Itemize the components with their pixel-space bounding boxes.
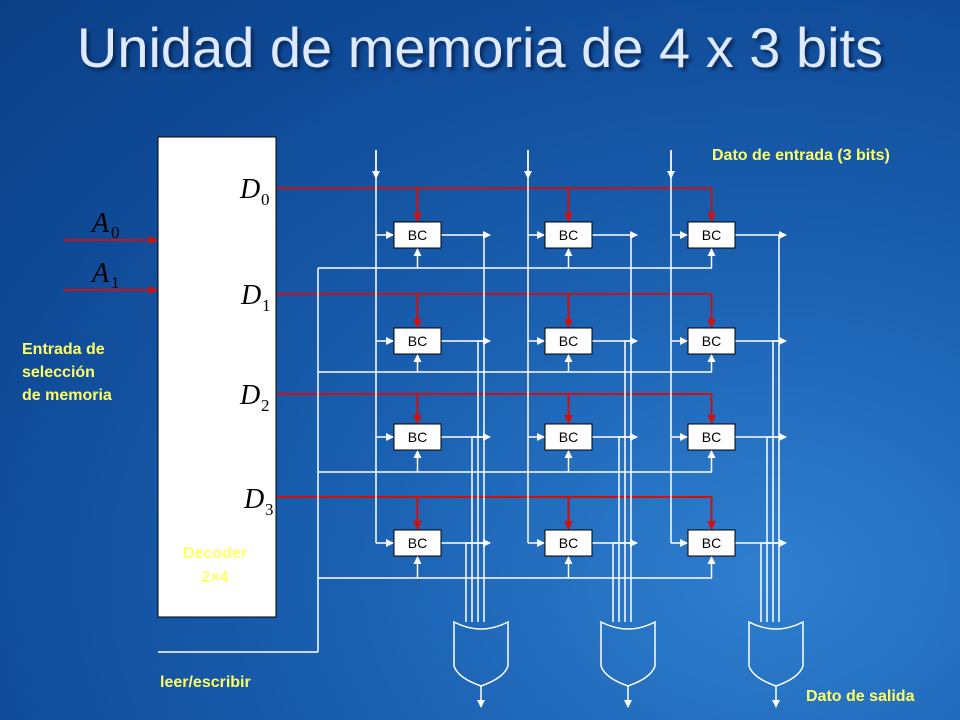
input-data-label: Dato de entrada (3 bits) [712, 147, 890, 164]
decoder-label: Decoder 2×4 [160, 542, 270, 590]
decoder-output-subscript: 3 [265, 500, 274, 519]
binary-cell [544, 221, 593, 249]
or-gate [453, 620, 509, 687]
binary-cell [393, 529, 442, 557]
address-input-subscript: 1 [111, 273, 120, 292]
binary-cell [687, 529, 736, 557]
decoder-output-subscript: 2 [261, 396, 270, 415]
binary-cell-label: BC [559, 429, 578, 445]
binary-cell [687, 423, 736, 451]
output-data-label: Dato de salida [806, 688, 915, 705]
binary-cell-label: BC [559, 333, 578, 349]
decoder-label-line1: Decoder [182, 545, 248, 562]
binary-cell-label: BC [408, 535, 427, 551]
decoder-output-symbol: D [240, 280, 261, 311]
binary-cell-label: BC [408, 429, 427, 445]
binary-cell-label: BC [702, 429, 721, 445]
binary-cell-label: BC [559, 227, 578, 243]
memory-select-label-line2: selección [22, 364, 95, 381]
memory-select-label-line1: Entrada de [22, 341, 105, 358]
page-title: Unidad de memoria de 4 x 3 bits [76, 16, 884, 79]
binary-cell [544, 529, 593, 557]
binary-cell-label: BC [408, 333, 427, 349]
binary-cell-label: BC [702, 535, 721, 551]
decoder-output-subscript: 0 [261, 190, 270, 209]
binary-cell-label: BC [559, 535, 578, 551]
decoder-output-subscript: 1 [262, 296, 271, 315]
memory-select-label: Entrada de selección de memoria [22, 338, 162, 407]
binary-cell [393, 423, 442, 451]
binary-cell [687, 221, 736, 249]
binary-cell [687, 327, 736, 355]
address-input-symbol: A [90, 258, 110, 289]
decoder-output-symbol: D [239, 174, 260, 205]
decoder-output-symbol: D [239, 380, 260, 411]
address-input-symbol: A [90, 208, 110, 239]
binary-cell-label: BC [702, 227, 721, 243]
memory-select-label-line3: de memoria [22, 387, 112, 404]
or-gate [600, 620, 656, 687]
binary-cell [544, 423, 593, 451]
binary-cell-label: BC [408, 227, 427, 243]
binary-cell [544, 327, 593, 355]
decoder-output-symbol: D [243, 484, 264, 515]
or-gate [748, 620, 804, 687]
address-input-subscript: 0 [111, 223, 120, 242]
read-write-label: leer/escribir [160, 674, 251, 691]
decoder-label-line2: 2×4 [201, 569, 229, 586]
binary-cell-label: BC [702, 333, 721, 349]
binary-cell [393, 327, 442, 355]
binary-cell [393, 221, 442, 249]
decoder-box [157, 136, 277, 618]
